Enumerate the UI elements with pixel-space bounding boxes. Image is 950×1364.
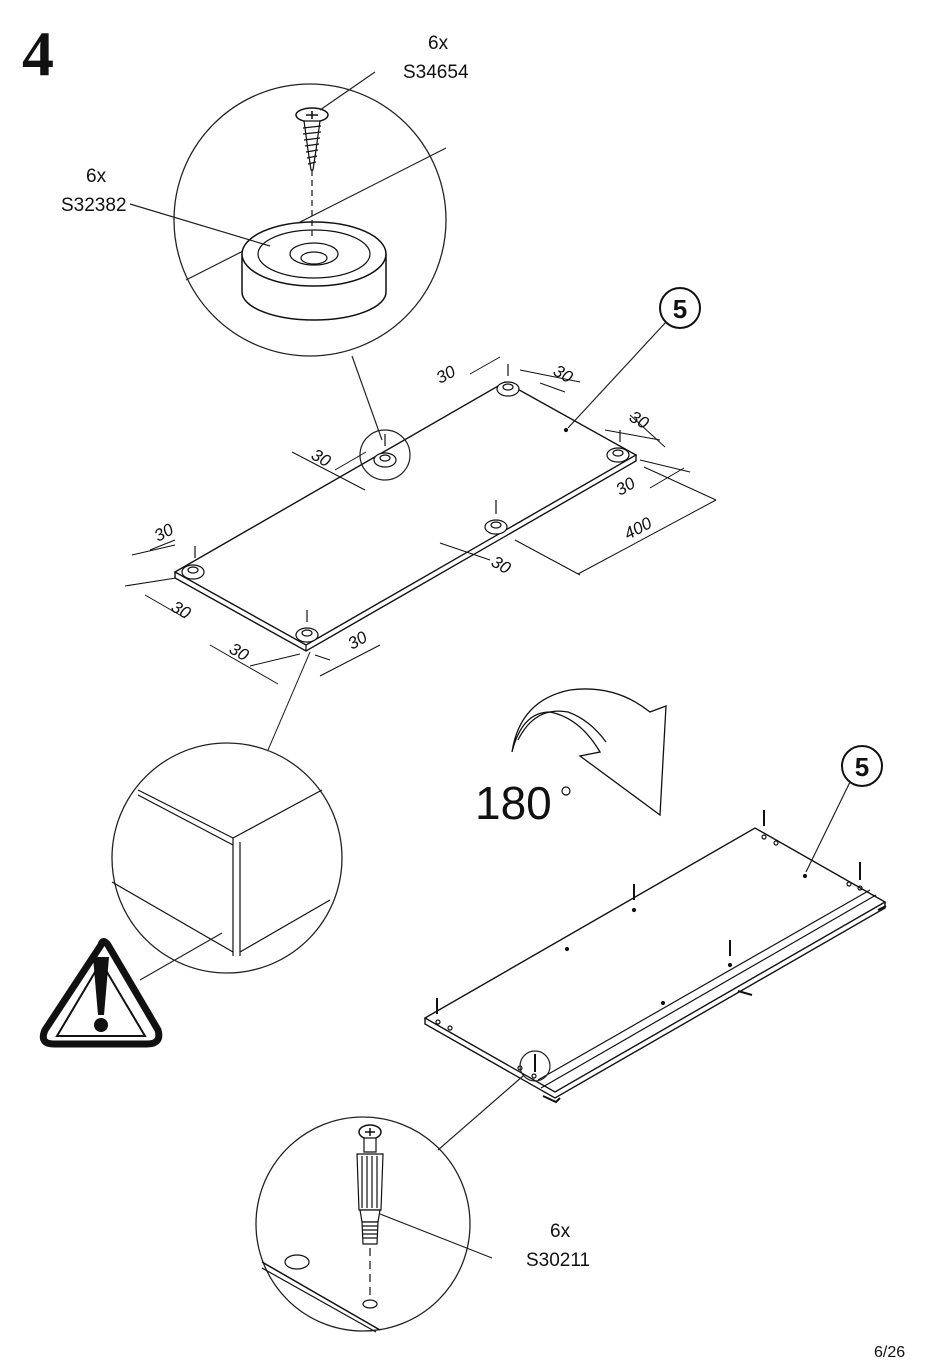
degree-symbol-icon: [561, 786, 571, 796]
dim-label: 30: [226, 639, 252, 665]
foot-leader-line: [129, 203, 271, 247]
dim-label: 30: [168, 597, 194, 623]
dim-label: 30: [488, 552, 514, 578]
furniture-foot-icon: [241, 221, 387, 321]
dim-label: 30: [151, 520, 177, 546]
panel-feet: [181, 364, 630, 643]
dim-label: 30: [433, 362, 459, 388]
screw-icon: [295, 107, 329, 240]
connector-part-code: S30211: [526, 1250, 591, 1271]
dim-label: 30: [345, 627, 371, 653]
dim-label: 30: [308, 445, 334, 471]
page-number: 6/26: [874, 1344, 906, 1361]
screw-leader-line: [319, 71, 376, 111]
part-number-badge: 5: [805, 745, 883, 873]
connector-quantity: 6x: [550, 1221, 571, 1242]
part-number-label: 5: [855, 752, 869, 782]
dimension-lines: [124, 356, 717, 751]
dim-label: 400: [621, 513, 655, 543]
edge-detail-circle: [111, 742, 343, 981]
screw-part-code: S34654: [403, 62, 469, 83]
rotation-angle: 180: [475, 777, 552, 829]
connector-leader-line: [379, 1213, 493, 1259]
connector-bolts: [436, 810, 861, 1072]
panel-flipped-view: [423, 827, 887, 1104]
part-number-badge: 5: [567, 287, 701, 429]
part-number-label: 5: [673, 294, 687, 324]
connector-detail-circle: [255, 1075, 524, 1333]
dim-label: 30: [613, 473, 639, 499]
connector-bolt-icon: [356, 1124, 384, 1245]
dim-label: 30: [626, 407, 652, 433]
dim-label: 30: [550, 361, 576, 387]
screw-quantity: 6x: [428, 33, 449, 54]
warning-icon: [39, 938, 163, 1048]
rotate-arrow-icon: [511, 688, 667, 817]
foot-part-code: S32382: [61, 195, 127, 216]
step-number: 4: [22, 18, 54, 89]
foot-quantity: 6x: [86, 166, 107, 187]
panel-top-view: [173, 381, 638, 652]
